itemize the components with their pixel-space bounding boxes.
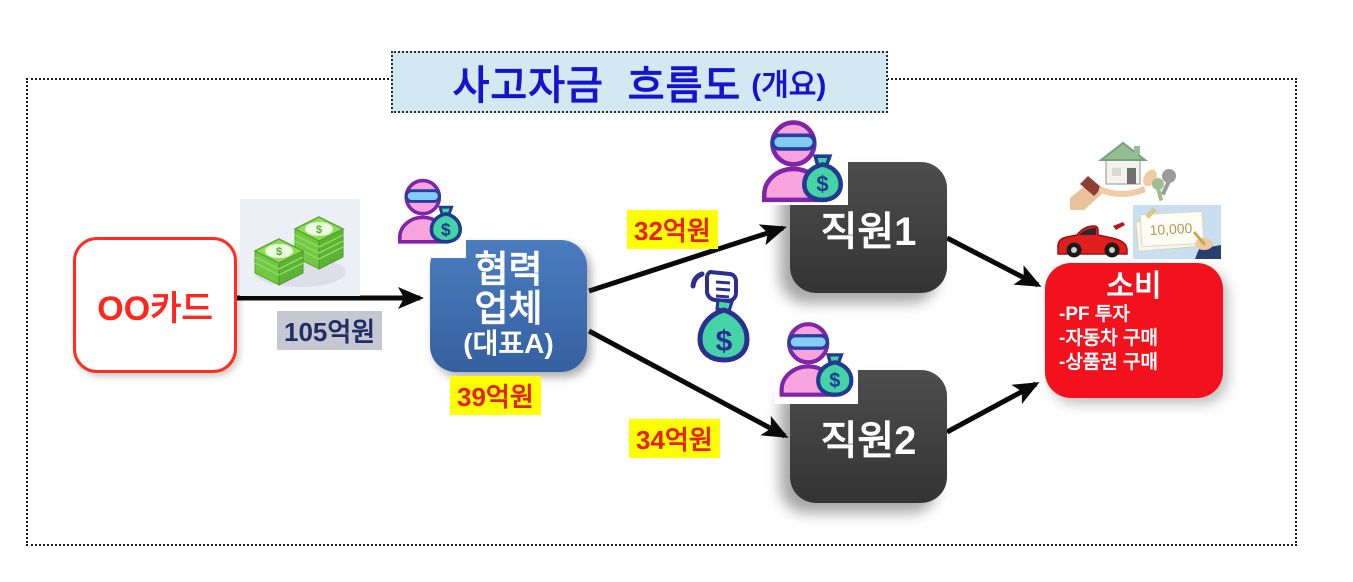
diagram-title-suffix: (개요) xyxy=(751,69,827,102)
employee2-label: 직원2 xyxy=(820,418,917,463)
consumption-item-car: -자동차 구매 xyxy=(1059,327,1159,349)
house-keys-icon xyxy=(1070,138,1182,210)
partner-representative: (대표A) xyxy=(463,328,554,360)
card-company-label: OO카드 xyxy=(97,289,213,328)
amount-card-to-partner: 105억원 xyxy=(277,311,383,350)
gift-certificate-icon: 10,000 xyxy=(1133,205,1221,259)
consumption-title: 소비 xyxy=(1106,270,1162,303)
svg-text:$: $ xyxy=(816,172,828,197)
node-consumption: 소비 -PF 투자 -자동차 구매 -상품권 구매 xyxy=(1045,263,1223,398)
partner-label-line2: 업체 xyxy=(474,287,543,329)
thief-moneybag-icon-employee2: $ xyxy=(775,320,858,404)
amount-to-employee2: 34억원 xyxy=(629,419,720,458)
diagram-title-box: 사고자금 흐름도 (개요) xyxy=(391,51,888,113)
hand-moneybag-icon: $ xyxy=(688,266,758,366)
svg-text:$: $ xyxy=(276,246,282,258)
node-partner-company: 협력 업체 (대표A) xyxy=(430,240,587,372)
consumption-item-pf: -PF 투자 xyxy=(1059,304,1130,325)
svg-text:$: $ xyxy=(441,219,451,239)
employee1-label: 직원1 xyxy=(820,209,917,254)
svg-text:10,000: 10,000 xyxy=(1149,220,1193,238)
diagram-title-2: 흐름도 xyxy=(627,64,742,108)
money-stack-icon: $ $ xyxy=(240,199,360,296)
diagram-title: 사고자금 xyxy=(452,64,604,108)
amount-partner-retained: 39억원 xyxy=(450,376,541,415)
thief-moneybag-icon-partner: $ xyxy=(394,177,466,258)
svg-text:$: $ xyxy=(829,370,840,392)
car-icon xyxy=(1055,216,1130,258)
svg-text:$: $ xyxy=(316,224,322,236)
consumption-item-gift: -상품권 구매 xyxy=(1059,351,1159,373)
node-card-company: OO카드 xyxy=(73,237,237,373)
partner-label-line1: 협력 xyxy=(474,249,543,291)
svg-text:$: $ xyxy=(716,325,733,358)
amount-to-employee1: 32억원 xyxy=(627,210,718,249)
thief-moneybag-icon-employee1: $ xyxy=(757,118,848,205)
